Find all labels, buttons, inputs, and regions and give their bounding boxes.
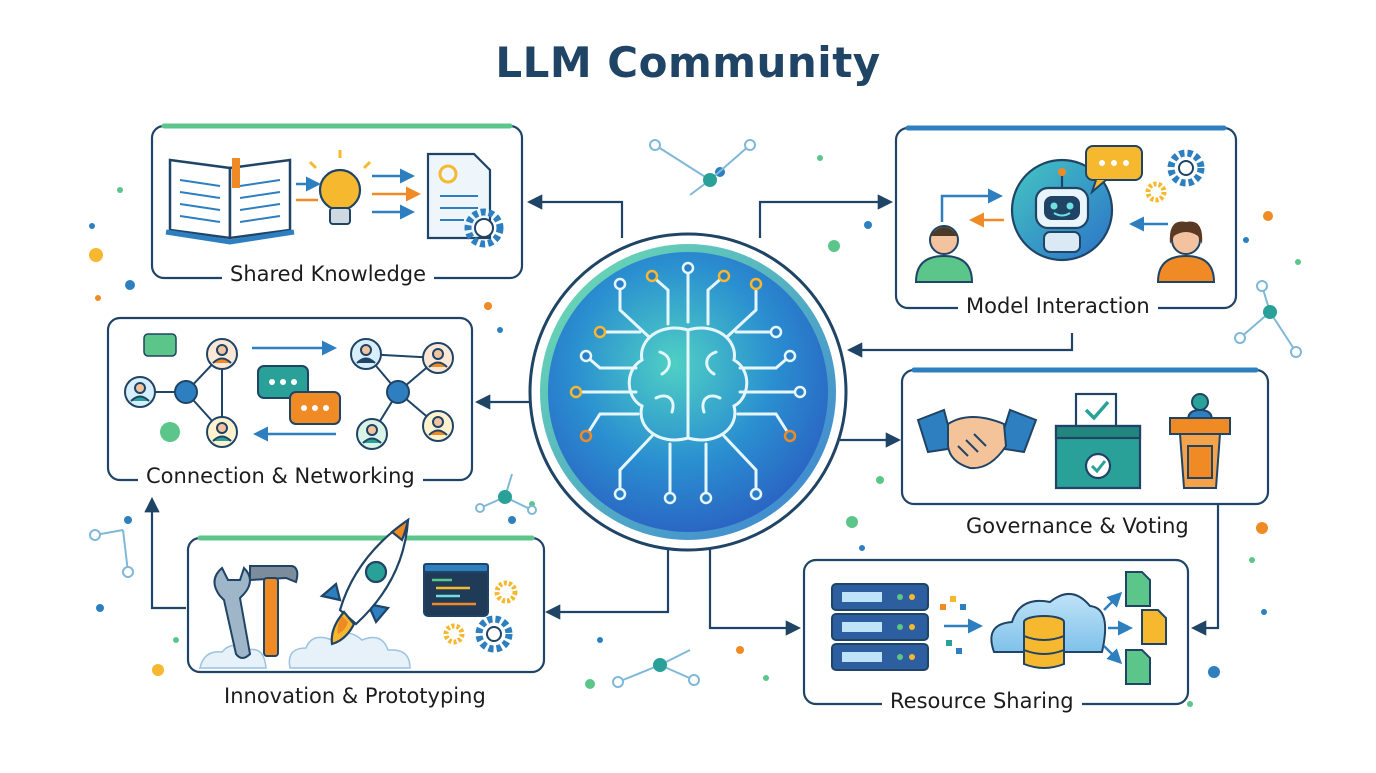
center-hub — [528, 232, 848, 552]
arrow-innovation-to-connection — [144, 496, 186, 610]
diagram-title: LLM Community — [495, 38, 881, 87]
label-connection-networking: Connection & Networking — [138, 464, 423, 488]
label-governance-voting: Governance & Voting — [958, 514, 1197, 538]
gear-icon — [464, 208, 504, 248]
connectors — [144, 194, 1220, 636]
chat-bubble-icon — [1085, 145, 1143, 196]
podium-icon — [1169, 393, 1231, 489]
document-icon — [426, 152, 492, 240]
code-window-icon — [423, 563, 489, 617]
molecule-decoration — [89, 139, 1302, 688]
user-icon — [1156, 221, 1216, 283]
arrow-to-shared-knowledge — [526, 194, 624, 238]
chat-bubble-icon — [143, 333, 341, 425]
card-model-interaction — [894, 125, 1238, 310]
arrow-to-innovation — [544, 545, 670, 620]
hammer-icon — [249, 565, 299, 657]
label-shared-knowledge: Shared Knowledge — [222, 262, 435, 286]
label-innovation-prototyping: Innovation & Prototyping — [216, 684, 494, 708]
server-icon — [831, 583, 929, 671]
ballot-box-icon — [1054, 392, 1142, 490]
rocket-icon — [319, 517, 410, 646]
people-network-icon — [124, 338, 454, 450]
circuit-nodes — [569, 261, 807, 505]
arrow-to-model-interaction — [758, 194, 894, 238]
wrench-icon — [213, 566, 252, 659]
arrow-governance-to-resource — [1190, 505, 1220, 636]
card-shared-knowledge — [150, 123, 524, 280]
handshake-icon — [916, 408, 1038, 470]
card-innovation-prototyping — [186, 517, 546, 674]
gear-icon — [443, 580, 518, 653]
arrow-to-resource — [708, 545, 802, 636]
label-resource-sharing: Resource Sharing — [882, 689, 1082, 713]
card-connection-networking — [106, 316, 474, 482]
user-icon — [914, 225, 974, 283]
card-resource-sharing — [802, 558, 1190, 706]
robot-icon — [1010, 158, 1114, 262]
arrow-from-model-interaction — [846, 333, 1074, 358]
brain-circuit-icon — [574, 266, 802, 500]
card-governance-voting — [900, 367, 1270, 506]
label-model-interaction: Model Interaction — [958, 294, 1158, 318]
open-book-icon — [165, 158, 295, 245]
file-icon — [1125, 571, 1167, 685]
gear-icon — [1145, 149, 1205, 203]
link-icon — [160, 380, 410, 442]
cloud-database-icon — [990, 593, 1106, 669]
